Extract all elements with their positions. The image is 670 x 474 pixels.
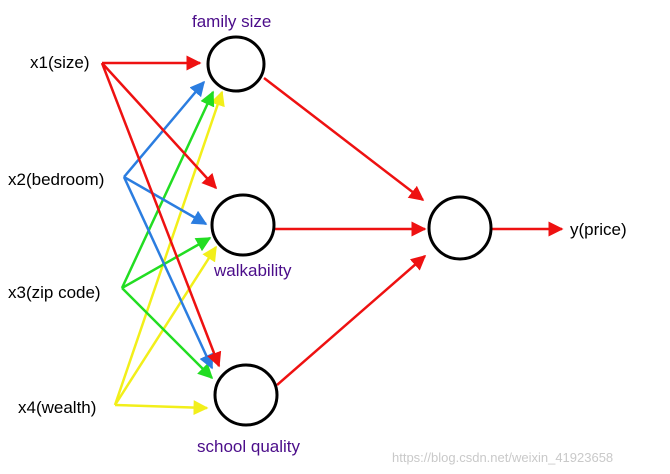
hidden-label-family-size: family size <box>192 12 271 31</box>
hidden-node-family-size <box>206 35 266 93</box>
edges-x3 <box>120 90 215 380</box>
output-label: y(price) <box>570 220 627 239</box>
edges-x4 <box>113 90 225 416</box>
edge-x3-family-size <box>120 90 215 289</box>
input-label-x2: x2(bedroom) <box>8 170 104 189</box>
edge-x2-walkability <box>123 175 208 226</box>
edge-school-quality-output <box>276 255 427 386</box>
edge-x3-walkability <box>121 236 212 290</box>
edges-hidden-output <box>263 77 564 386</box>
watermark: https://blog.csdn.net/weixin_41923658 <box>392 450 613 465</box>
edge-x1-walkability <box>101 62 218 190</box>
edge-family-size-output <box>263 77 425 201</box>
hidden-node-walkability <box>210 193 276 257</box>
edge-x2-school-quality <box>122 176 214 370</box>
edge-x4-walkability <box>113 245 218 406</box>
output-node <box>427 195 493 261</box>
edges-x1 <box>100 55 222 368</box>
input-label-x3: x3(zip code) <box>8 283 101 302</box>
edge-x4-family-size <box>113 90 225 406</box>
hidden-label-walkability: walkability <box>213 261 292 280</box>
input-label-x4: x4(wealth) <box>18 398 96 417</box>
hidden-node-school-quality <box>213 363 279 427</box>
edge-x1-school-quality <box>100 62 222 368</box>
input-label-x1: x1(size) <box>30 53 90 72</box>
edge-x4-school-quality <box>114 400 209 416</box>
edge-x3-school-quality <box>121 287 214 380</box>
hidden-label-school-quality: school quality <box>197 437 301 456</box>
